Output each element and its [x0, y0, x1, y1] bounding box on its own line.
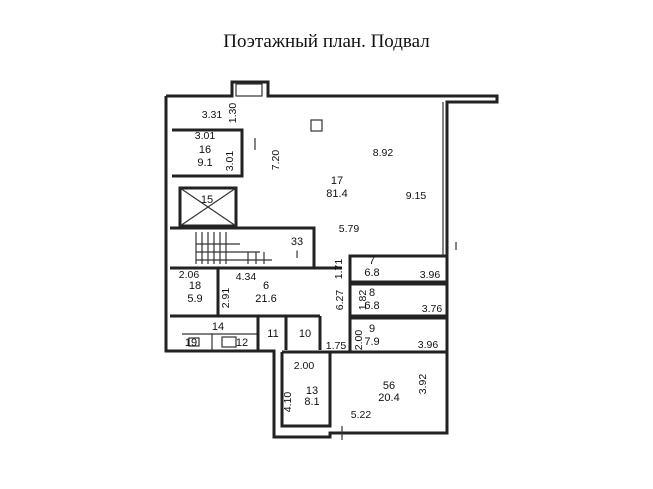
dimension-label: 8.92 — [373, 147, 394, 159]
room-15-number: 15 — [201, 194, 213, 206]
room-16-number: 16 — [199, 144, 211, 156]
dimension-label: 1.82 — [357, 290, 369, 311]
room-6-number: 6 — [263, 280, 269, 292]
dimension-label: 1.30 — [227, 103, 239, 124]
room-9-area: 7.9 — [364, 336, 379, 348]
room-18-area: 5.9 — [187, 293, 202, 305]
room-16-area: 9.1 — [197, 157, 212, 169]
dimension-label: 3.01 — [195, 130, 216, 142]
room-13-number: 13 — [306, 385, 318, 397]
dimension-label: 2.00 — [294, 360, 315, 372]
dimension-label: 9.15 — [406, 190, 427, 202]
room-18-number: 18 — [189, 280, 201, 292]
room-labels: 16 9.1 17 81.4 15 33 I 7 6.8 18 5.9 6 21… — [185, 144, 400, 408]
walls — [164, 80, 499, 440]
room-7-number: 7 — [369, 255, 375, 267]
room-17-number: 17 — [331, 175, 343, 187]
dimension-label: 7.20 — [270, 150, 282, 171]
dimension-label: 2.06 — [179, 269, 200, 281]
dimension-label: 5.79 — [339, 223, 360, 235]
room-8-number: 8 — [369, 287, 375, 299]
room-33-number: 33 — [291, 236, 303, 248]
dimension-label: 3.92 — [417, 374, 429, 395]
dimension-label: 4.10 — [282, 392, 294, 413]
room-11-number: 11 — [267, 328, 278, 340]
page-title: Поэтажный план. Подвал — [223, 31, 430, 52]
dimension-label: 5.22 — [351, 409, 372, 421]
dimension-label: 6.27 — [334, 290, 346, 311]
dimension-label: 4.34 — [236, 271, 257, 283]
dimension-label: 3.96 — [418, 339, 439, 351]
dimension-label: 1.75 — [326, 340, 347, 352]
room-9-number: 9 — [369, 323, 375, 335]
room-14-number: 14 — [212, 321, 224, 333]
room-10-number: 10 — [299, 328, 311, 340]
room-17-area: 81.4 — [326, 188, 347, 200]
room-13-area: 8.1 — [304, 396, 319, 408]
room-33-area: I — [295, 249, 298, 261]
room-19-number: 19 — [185, 337, 197, 349]
dimension-label: 2.91 — [220, 288, 232, 309]
room-56-area: 20.4 — [378, 392, 399, 404]
room-8-area: 6.8 — [364, 300, 379, 312]
dimension-label: 1.71 — [333, 259, 345, 280]
dimension-label: 3.01 — [224, 151, 236, 172]
room-12-number: 12 — [236, 337, 248, 349]
dimension-label: 3.96 — [420, 269, 441, 281]
dimension-label: 3.76 — [422, 303, 443, 315]
dimension-label: 2.00 — [353, 330, 365, 351]
room-7-area: 6.8 — [364, 267, 379, 279]
room-56-number: 56 — [383, 380, 395, 392]
room-6-area: 21.6 — [255, 293, 276, 305]
dimension-labels: 3.31 1.30 3.01 3.01 7.20 8.92 9.15 5.79 … — [179, 103, 443, 421]
dimension-label: 3.31 — [202, 109, 223, 121]
